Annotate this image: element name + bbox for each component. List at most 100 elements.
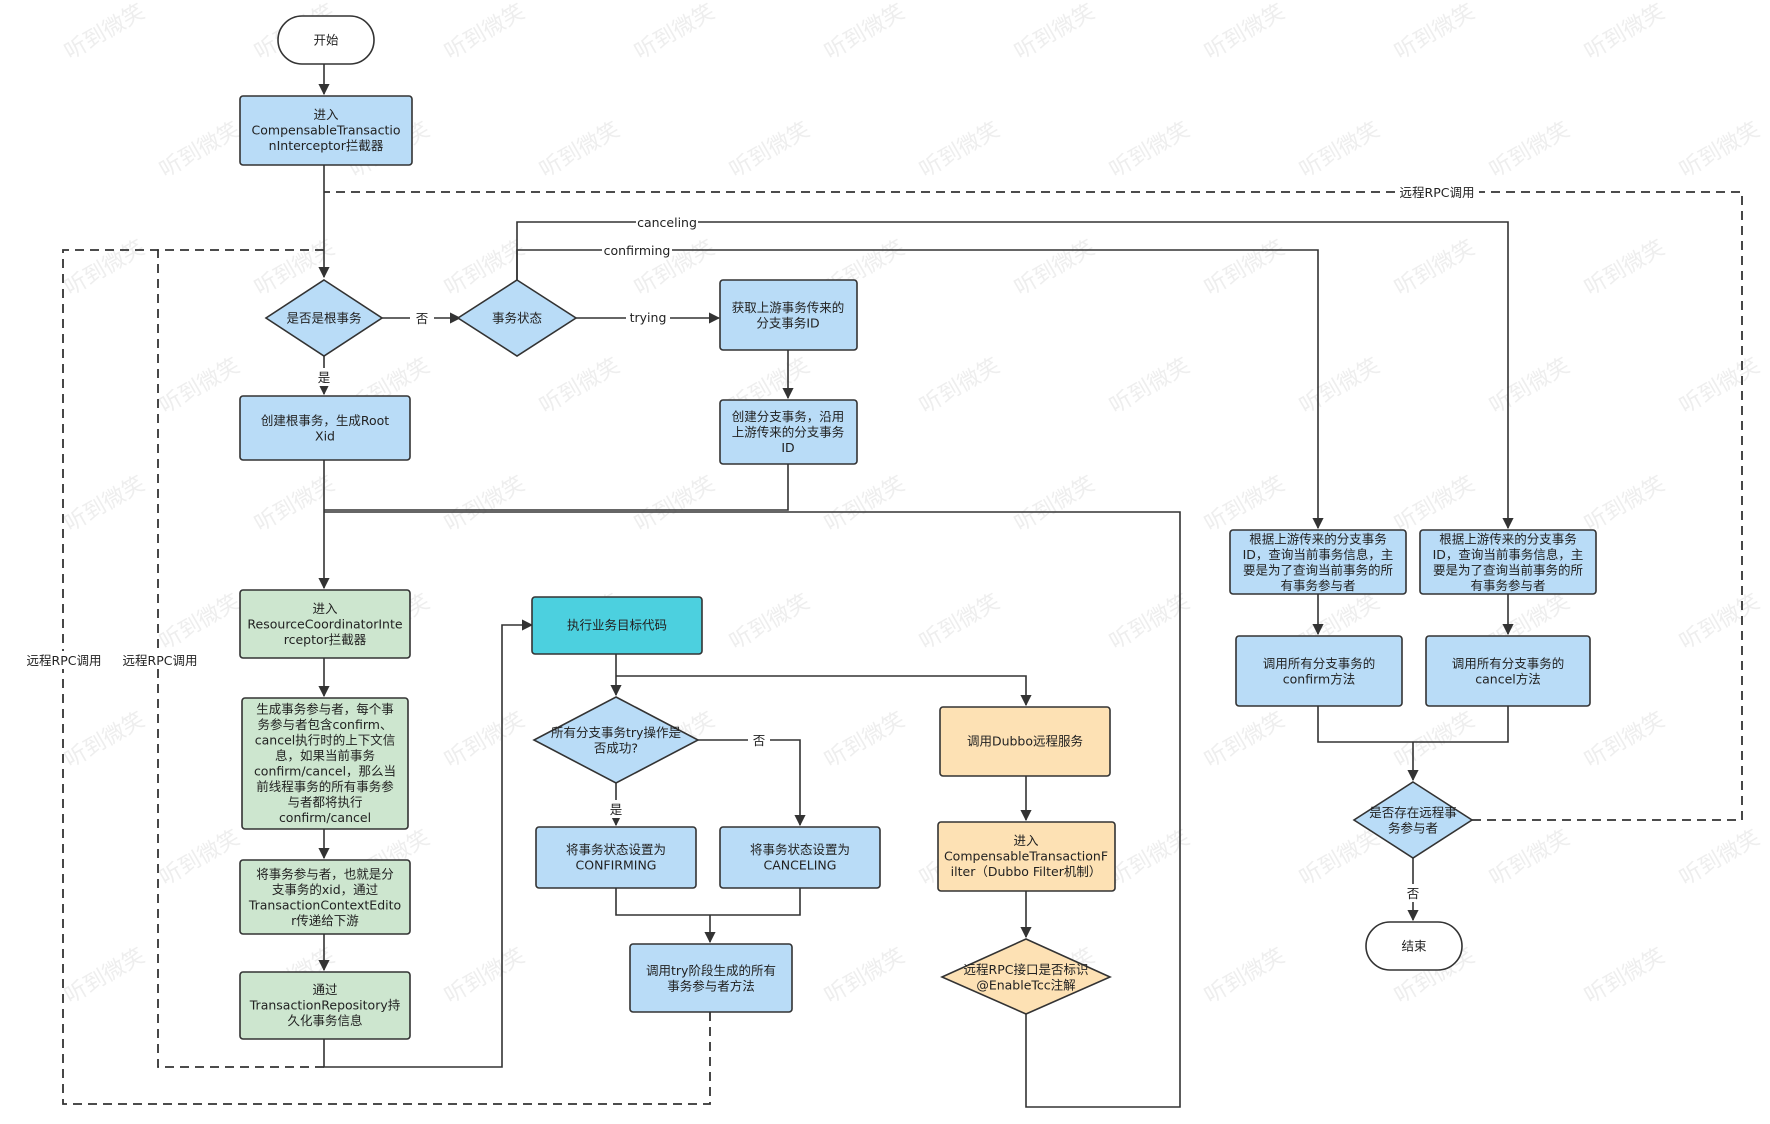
text-line: ResourceCoordinatorInte (247, 617, 402, 632)
call-participants-text: 调用try阶段生成的所有事务参与者方法 (646, 963, 776, 994)
persist-node (239, 971, 411, 1040)
has-remote-decision (1352, 781, 1474, 859)
watermark-text: 听到微笑 (1201, 0, 1290, 65)
watermark-text: 听到微笑 (1201, 236, 1290, 302)
start-node (277, 15, 375, 65)
text-line: 通过 (312, 982, 338, 997)
watermark-text: 听到微笑 (631, 472, 720, 538)
gen-participant-text: 生成事务参与者，每个事务参与者包含confirm、cancel执行时的上下文信息… (254, 701, 396, 825)
text-line: 调用try阶段生成的所有 (646, 963, 776, 978)
watermark-text: 听到微笑 (156, 118, 245, 184)
text-line: 将事务状态设置为 (750, 842, 850, 857)
edge-createbranch-merge (324, 464, 789, 511)
text-line: 上游传来的分支事务 (732, 425, 845, 440)
watermark-text: 听到微笑 (251, 472, 340, 538)
text-line: 调用所有分支事务的 (1452, 656, 1565, 671)
start-text: 开始 (313, 33, 339, 48)
call-dubbo-text: 调用Dubbo远程服务 (967, 734, 1083, 749)
text-line: 要是为了查询当前事务的所 (1433, 562, 1583, 577)
text-line: CompensableTransactionF (944, 849, 1108, 864)
all-try-success-decision (532, 696, 700, 784)
text-line: 结束 (1401, 939, 1427, 954)
text-line: ID，查询当前事务信息，主 (1433, 547, 1584, 562)
label-canceling: canceling (637, 215, 697, 230)
watermark-text: 听到微笑 (1106, 118, 1195, 184)
label-remote-rpc-top: 远程RPC调用 (1400, 185, 1475, 200)
text-line: confirm/cancel (279, 810, 371, 825)
text-line: TransactionContextEdito (248, 897, 401, 912)
watermark-text: 听到微笑 (156, 590, 245, 656)
watermark-text: 听到微笑 (1011, 236, 1100, 302)
edge-calls-merge (1317, 706, 1509, 743)
text-line: 根据上游传来的分支事务 (1249, 531, 1387, 546)
watermark-text: 听到微笑 (1201, 944, 1290, 1010)
text-line: 生成事务参与者，每个事 (256, 701, 394, 716)
text-line: nInterceptor拦截器 (269, 138, 384, 153)
edge-rpc-top (324, 191, 1743, 821)
text-line: 调用所有分支事务的 (1263, 656, 1376, 671)
text-line: 调用Dubbo远程服务 (967, 734, 1083, 749)
edges (318, 64, 1514, 1108)
text-line: ID，查询当前事务信息，主 (1243, 547, 1394, 562)
watermark-text: 听到微笑 (1486, 118, 1575, 184)
watermark-text: 听到微笑 (441, 944, 530, 1010)
text-line: 前线程事务的所有事务参 (256, 779, 394, 794)
edge-tcc-loopback (324, 511, 1181, 1108)
text-line: 进入 (1013, 833, 1039, 848)
watermark-text: 听到微笑 (1676, 826, 1765, 892)
nodes (239, 15, 1597, 1040)
label-no-2: 否 (753, 733, 766, 748)
text-line: 支事务的xid，通过 (272, 882, 379, 897)
text-line: 进入 (313, 107, 339, 122)
is-enable-tcc-text: 远程RPC接口是否标识@EnableTcc注解 (964, 962, 1089, 993)
watermark-text: 听到微笑 (1106, 354, 1195, 420)
tx-status-decision (456, 279, 578, 357)
watermark-text: 听到微笑 (1581, 944, 1670, 1010)
text-line: 根据上游传来的分支事务 (1439, 531, 1577, 546)
text-line: CANCELING (764, 857, 837, 872)
is-root-decision (264, 279, 384, 357)
text-line: 有事务参与者 (1470, 578, 1545, 593)
watermark-text: 听到微笑 (1106, 826, 1195, 892)
exec-business-text: 执行业务目标代码 (567, 618, 667, 633)
watermark-text: 听到微笑 (1201, 472, 1290, 538)
text-line: CompensableTransactio (252, 123, 401, 138)
text-line: confirm/cancel，那么当 (254, 763, 396, 778)
text-line: 与者都将执行 (287, 794, 362, 809)
text-line: CONFIRMING (576, 857, 657, 872)
text-line: 创建分支事务，沿用 (732, 409, 845, 424)
all-try-success-text: 所有分支事务try操作是否成功? (551, 725, 681, 756)
exec-business-node (531, 596, 703, 655)
watermark-text: 听到微笑 (1486, 354, 1575, 420)
text-line: 将事务参与者，也就是分 (256, 866, 394, 881)
text-line: r传递给下游 (291, 913, 359, 928)
watermark-text: 听到微笑 (441, 708, 530, 774)
get-branch-id-text: 获取上游事务传来的分支事务ID (732, 300, 845, 331)
end-text: 结束 (1401, 939, 1427, 954)
watermark-text: 听到微笑 (1391, 472, 1480, 538)
text-line: ilter（Dubbo Filter机制） (951, 864, 1102, 879)
query-cancel-node (1419, 529, 1597, 595)
label-no-1: 否 (416, 311, 429, 326)
watermark-text: 听到微笑 (1011, 0, 1100, 65)
watermark-text: 听到微笑 (1581, 708, 1670, 774)
watermark-text: 听到微笑 (61, 236, 150, 302)
watermark-text: 听到微笑 (916, 118, 1005, 184)
watermark-text: 听到微笑 (1296, 118, 1385, 184)
text-line: 将事务状态设置为 (566, 842, 666, 857)
text-line: 是否存在远程事 (1369, 805, 1457, 820)
call-participants-node (629, 943, 793, 1013)
watermark-text: 听到微笑 (1391, 708, 1480, 774)
watermark-text: 听到微笑 (821, 0, 910, 65)
edge-exec-dubbo (616, 675, 1032, 707)
label-remote-rpc-left1: 远程RPC调用 (27, 653, 102, 668)
watermark-text: 听到微笑 (1011, 472, 1100, 538)
